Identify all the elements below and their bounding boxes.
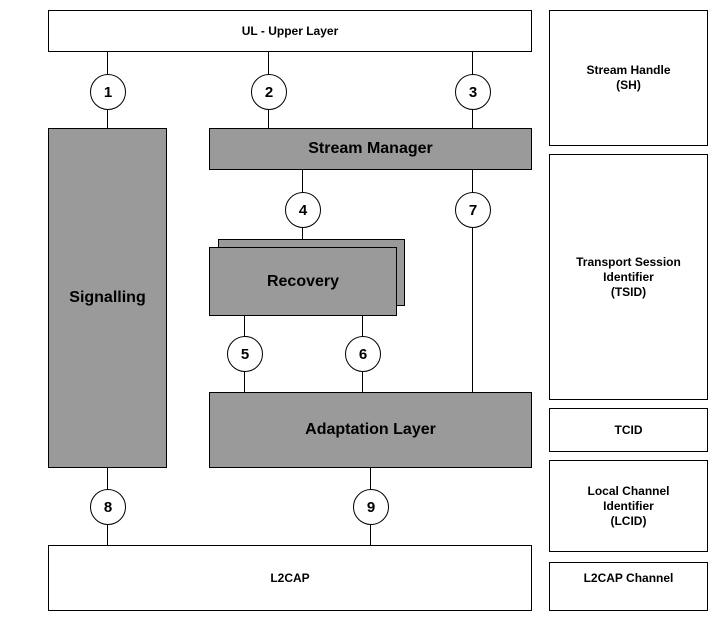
adaptation-layer-block: Adaptation Layer (209, 392, 532, 468)
interface-9-label: 9 (366, 498, 376, 516)
legend-lcid-line3: (LCID) (610, 513, 647, 528)
legend-stream-handle-line1: Stream Handle (586, 63, 671, 77)
interface-8-label: 8 (103, 498, 113, 516)
legend-stream-handle-line2: (SH) (616, 78, 641, 92)
interface-8-circle: 8 (90, 489, 126, 525)
interface-2-circle: 2 (251, 74, 287, 110)
connector-7 (472, 170, 473, 392)
interface-6-label: 6 (358, 345, 368, 363)
adaptation-layer-label: Adaptation Layer (305, 421, 436, 438)
interface-2-label: 2 (264, 83, 274, 101)
interface-5-label: 5 (240, 345, 250, 363)
legend-tsid: Transport Session Identifier (TSID) (549, 154, 708, 400)
stream-manager-label: Stream Manager (308, 140, 433, 157)
interface-4-circle: 4 (285, 192, 321, 228)
legend-tcid-label: TCID (614, 422, 643, 437)
legend-lcid-line1: Local Channel (587, 483, 670, 498)
interface-4-label: 4 (298, 201, 308, 219)
legend-tsid-line3: (TSID) (610, 284, 647, 299)
legend-l2cap-channel: L2CAP Channel (549, 562, 708, 611)
interface-1-circle: 1 (90, 74, 126, 110)
interface-9-circle: 9 (353, 489, 389, 525)
legend-lcid: Local Channel Identifier (LCID) (549, 460, 708, 552)
signalling-block: Signalling (48, 128, 167, 468)
signalling-label: Signalling (69, 289, 146, 306)
legend-l2cap-channel-label: L2CAP Channel (583, 571, 674, 585)
upper-layer-block: UL - Upper Layer (48, 10, 532, 52)
legend-tcid: TCID (549, 408, 708, 452)
interface-7-circle: 7 (455, 192, 491, 228)
interface-3-label: 3 (468, 83, 478, 101)
interface-1-label: 1 (103, 83, 113, 101)
interface-7-label: 7 (468, 201, 478, 219)
stream-manager-block: Stream Manager (209, 128, 532, 170)
recovery-label: Recovery (266, 272, 340, 290)
legend-stream-handle: Stream Handle (SH) (549, 10, 708, 146)
interface-6-circle: 6 (345, 336, 381, 372)
l2cap-block: L2CAP (48, 545, 532, 611)
l2cap-label: L2CAP (270, 570, 310, 585)
upper-layer-label: UL - Upper Layer (241, 23, 339, 38)
recovery-block: Recovery (209, 247, 397, 316)
legend-tsid-line1: Transport Session (576, 254, 681, 269)
interface-3-circle: 3 (455, 74, 491, 110)
interface-5-circle: 5 (227, 336, 263, 372)
legend-tsid-line2: Identifier (603, 269, 654, 284)
legend-lcid-line2: Identifier (603, 498, 654, 513)
